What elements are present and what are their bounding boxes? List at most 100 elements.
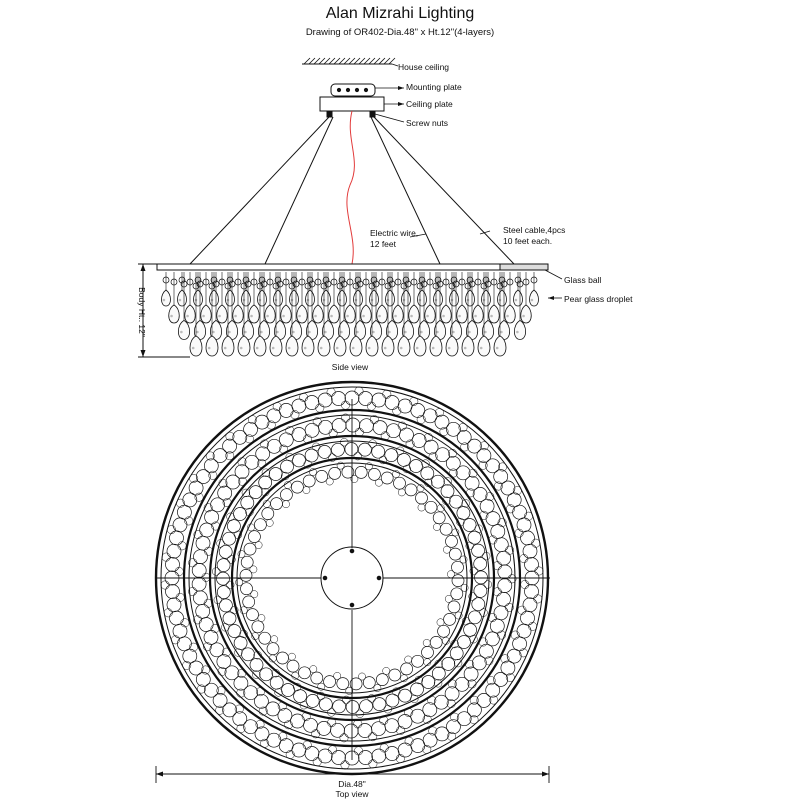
pear-glass-droplet <box>296 272 308 324</box>
glass-ball <box>371 392 387 408</box>
glass-ball <box>422 702 438 718</box>
glass-ball <box>216 686 226 696</box>
glass-ball <box>309 468 317 476</box>
glass-ball <box>506 492 522 508</box>
pear-glass-droplet <box>445 272 459 357</box>
ceiling-plate-top-view <box>320 546 384 610</box>
glass-ball <box>281 683 295 697</box>
glass-ball <box>304 746 320 761</box>
glass-ball <box>428 452 438 462</box>
glass-ball <box>479 608 488 617</box>
pear-glass-droplet <box>397 272 411 357</box>
glass-ball <box>459 555 468 564</box>
glass-ball <box>456 429 472 445</box>
glass-ball <box>180 618 190 628</box>
glass-droplets <box>161 272 539 357</box>
glass-ball <box>339 733 349 743</box>
glass-ball <box>423 658 432 667</box>
glass-ball <box>217 485 233 501</box>
glass-ball <box>372 697 387 711</box>
glass-ball <box>254 541 263 549</box>
pear-glass-droplet <box>232 272 244 324</box>
glass-ball <box>379 716 389 725</box>
glass-ball <box>456 517 465 527</box>
glass-ball <box>372 420 388 435</box>
glass-ball <box>331 442 345 457</box>
glass-ball <box>516 517 532 533</box>
glass-ball <box>247 523 255 532</box>
pear-glass-droplet <box>193 272 207 340</box>
glass-ball <box>262 500 271 508</box>
glass-ball <box>216 571 230 586</box>
glass-ball <box>257 614 266 622</box>
glass-ball <box>447 679 457 689</box>
glass-ball <box>189 474 199 483</box>
glass-ball <box>184 516 194 526</box>
glass-ball <box>505 673 515 682</box>
glass-ball <box>226 580 235 590</box>
glass-ball <box>404 483 418 497</box>
glass-ball <box>233 530 243 539</box>
glass-ball <box>166 543 182 559</box>
glass-ball <box>270 497 283 510</box>
glass-ball <box>255 720 265 729</box>
pear-glass-droplet <box>408 272 420 324</box>
glass-ball <box>242 595 256 609</box>
glass-ball <box>365 462 373 471</box>
glass-ball <box>467 702 482 718</box>
glass-ball <box>383 705 392 714</box>
glass-ball <box>434 414 450 430</box>
glass-ball <box>203 503 213 513</box>
glass-ball <box>411 654 424 668</box>
pear-glass-droplet <box>177 272 191 340</box>
glass-ball <box>486 676 496 686</box>
glass-ball <box>336 677 350 690</box>
glass-ball <box>285 426 295 436</box>
glass-ball <box>225 451 235 461</box>
glass-ball <box>248 530 261 543</box>
glass-ball <box>304 448 319 463</box>
label-mounting-plate: Mounting plate <box>406 82 462 92</box>
glass-ball <box>385 693 400 708</box>
glass-ball <box>439 522 453 536</box>
glass-ball <box>488 613 497 623</box>
glass-ball <box>471 597 486 612</box>
glass-ball <box>221 623 230 632</box>
glass-ball <box>354 386 364 396</box>
glass-ball <box>291 480 304 494</box>
glass-ball <box>474 570 488 585</box>
glass-ball <box>422 744 432 754</box>
glass-ball <box>367 694 376 703</box>
glass-ball <box>204 546 213 556</box>
glass-ball <box>340 438 349 447</box>
glass-ball <box>188 642 198 652</box>
glass-ball <box>318 419 333 435</box>
glass-ball <box>232 711 248 727</box>
glass-ball <box>222 702 237 718</box>
glass-ball <box>416 484 425 493</box>
glass-ball <box>528 621 538 631</box>
pear-glass-droplet <box>513 272 527 340</box>
glass-ball <box>505 545 515 555</box>
body-height-dimension <box>138 263 190 358</box>
glass-ball <box>203 598 213 608</box>
glass-ball <box>274 688 283 697</box>
glass-ball <box>212 693 228 708</box>
glass-ball <box>216 558 231 572</box>
glass-ball <box>494 481 503 491</box>
glass-ball <box>227 555 236 564</box>
pear-glass-droplet <box>413 272 427 357</box>
glass-ball <box>331 418 347 433</box>
glass-ball <box>456 506 471 520</box>
glass-ball <box>238 476 247 486</box>
glass-ball <box>485 682 501 698</box>
label-screw-nuts: Screw nuts <box>406 118 448 128</box>
glass-ball <box>468 468 478 478</box>
pear-glass-droplet <box>488 272 500 324</box>
glass-ball <box>317 748 333 764</box>
glass-ball <box>429 636 443 649</box>
glass-ball <box>222 498 232 507</box>
glass-ball <box>460 442 470 452</box>
glass-ball <box>266 420 276 430</box>
glass-ball <box>217 666 227 676</box>
